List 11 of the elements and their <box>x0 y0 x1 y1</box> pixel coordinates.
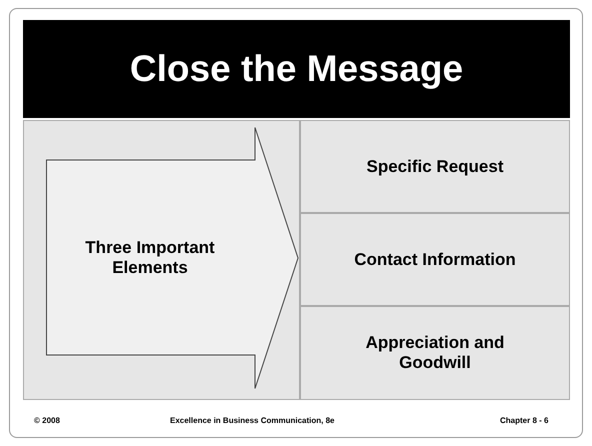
item-box <box>300 306 570 400</box>
arrow-label: Three Important Elements <box>84 238 216 278</box>
item-label: Specific Request <box>366 156 504 176</box>
item-label: Appreciation and Goodwill <box>365 333 505 373</box>
footer-text: Excellence in Business Communication, 8e <box>170 416 334 425</box>
footer-text: Chapter 8 - 6 <box>500 416 548 425</box>
item-box <box>300 213 570 306</box>
footer-text: © 2008 <box>34 416 60 425</box>
title: Close the Message <box>130 48 464 90</box>
item-box <box>300 120 570 213</box>
item-label: Contact Information <box>354 250 516 270</box>
